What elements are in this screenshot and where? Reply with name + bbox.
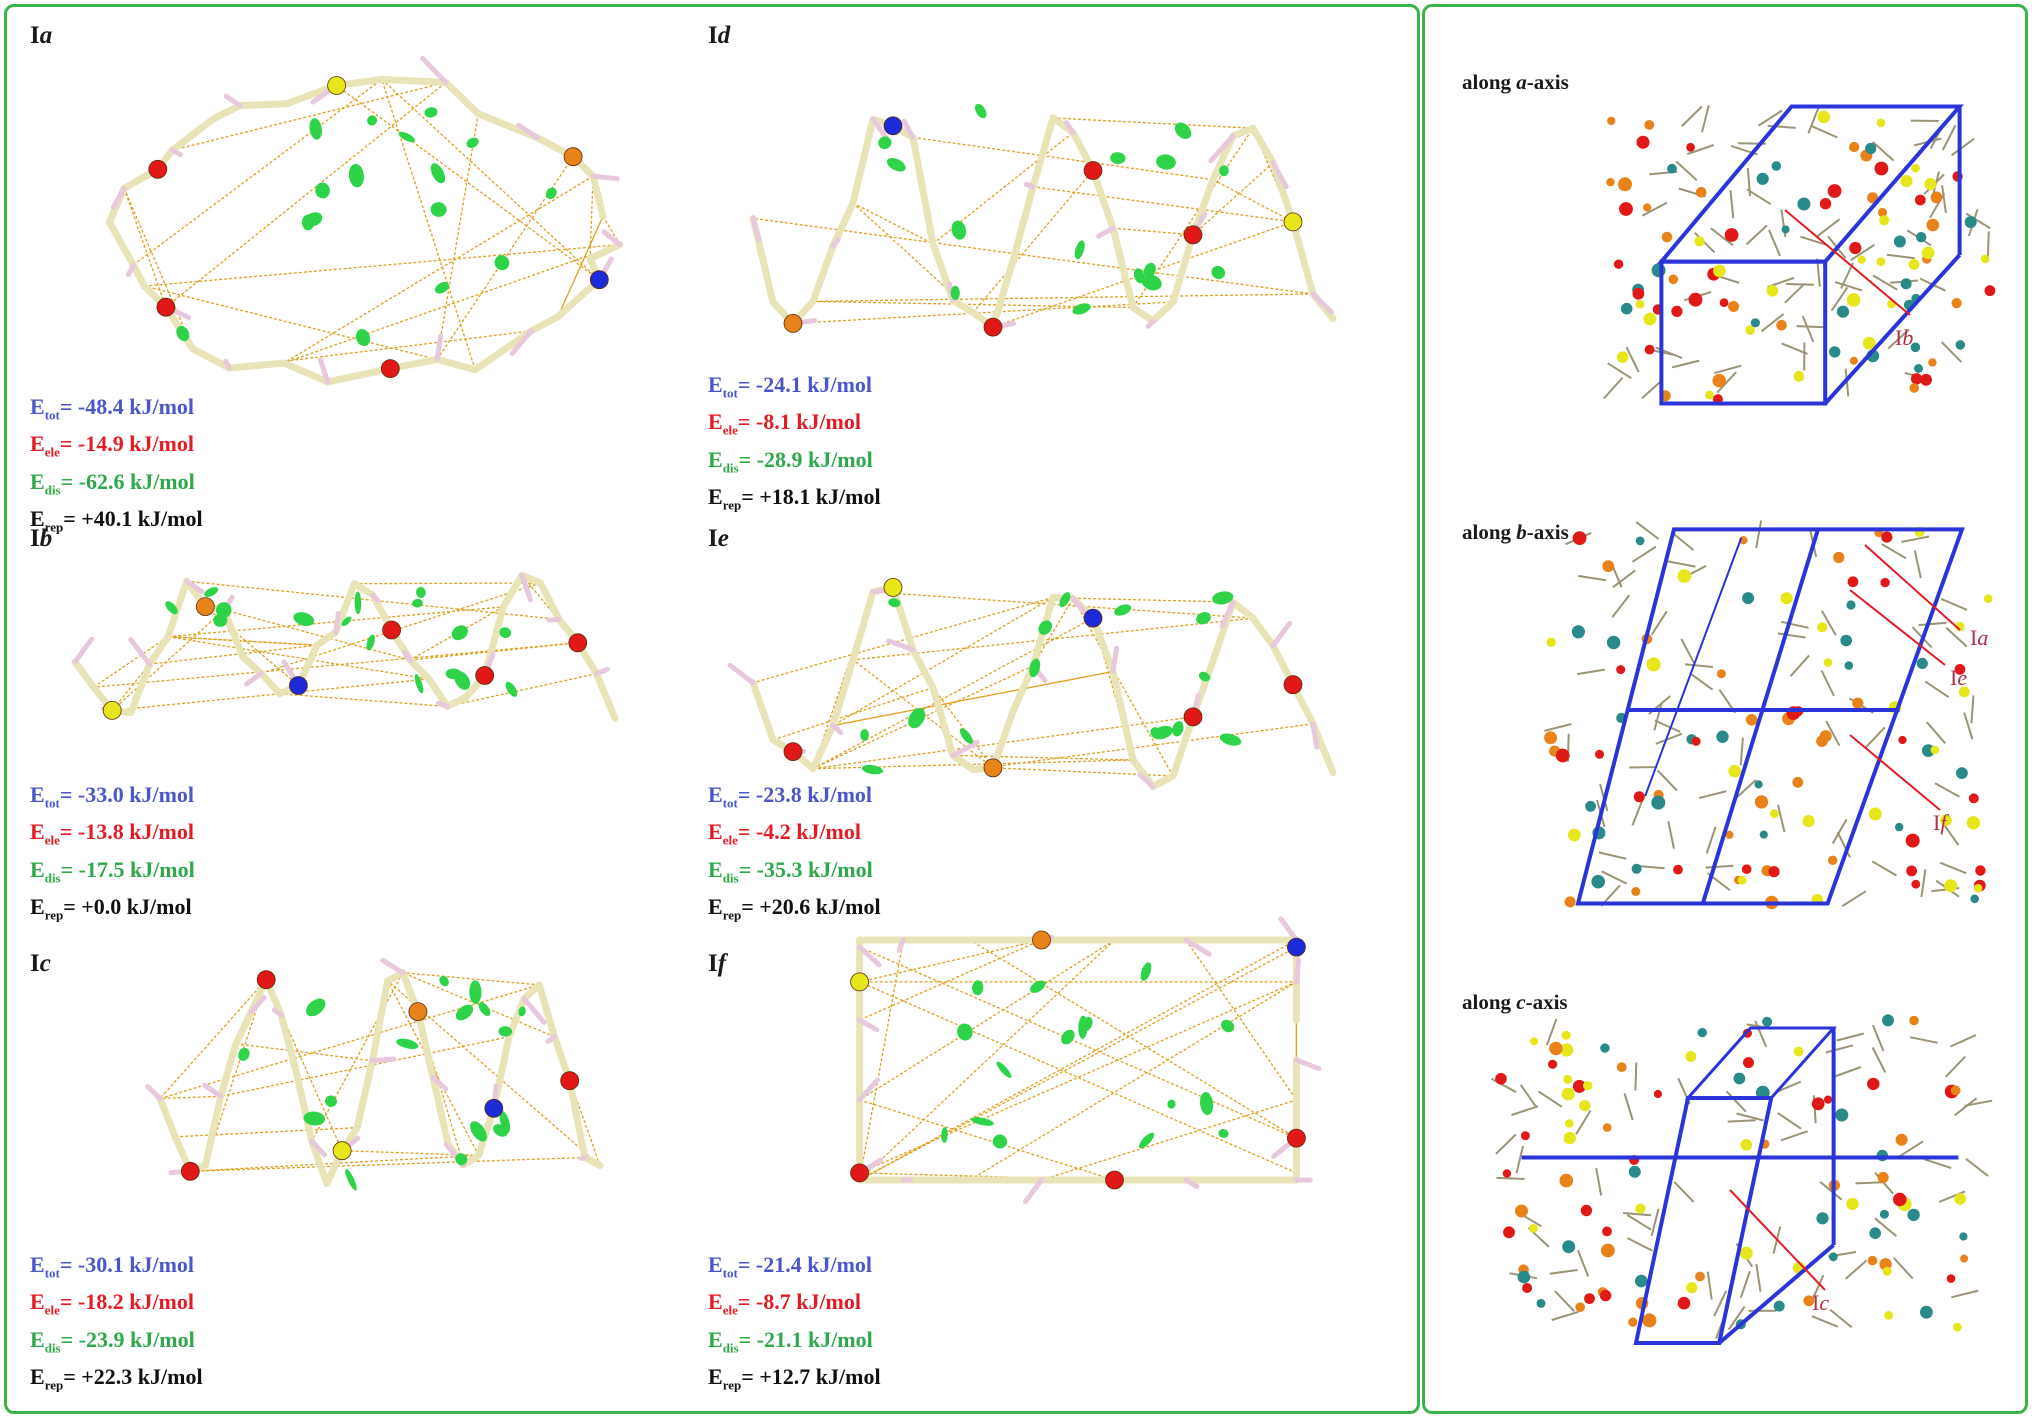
total-energy: Etot= -21.4 kJ/mol [708, 1252, 873, 1281]
energy-breakdown: Etot= -48.4 kJ/mol Eele= -14.9 kJ/mol Ed… [30, 392, 203, 542]
callout-line [1849, 589, 1946, 666]
dispersion-energy: Edis= -23.9 kJ/mol [30, 1326, 195, 1356]
axis-title: along a-axis [1462, 70, 1569, 94]
repulsion-energy: Erep= +20.6 kJ/mol [708, 894, 881, 923]
molecular-dimer-image [145, 957, 604, 1191]
interaction-label: Ic [30, 950, 51, 977]
molecular-dimer-image [749, 103, 1337, 337]
repulsion-energy: Erep= +12.7 kJ/mol [708, 1364, 881, 1393]
total-energy: Etot= -48.4 kJ/mol [30, 394, 195, 423]
molecular-dimer-image [71, 571, 619, 722]
crystal-packing-image [1544, 520, 1993, 910]
electrostatic-energy: Eele= -4.2 kJ/mol [708, 819, 861, 848]
repulsion-energy: Erep= +22.3 kJ/mol [30, 1364, 203, 1393]
interaction-label: Ia [30, 22, 53, 49]
axis-title: along c-axis [1462, 990, 1568, 1014]
dispersion-energy: Edis= -62.6 kJ/mol [30, 468, 195, 498]
electrostatic-energy: Eele= -18.2 kJ/mol [30, 1289, 194, 1318]
total-energy: Etot= -24.1 kJ/mol [708, 372, 873, 401]
molecular-dimer-image [105, 55, 624, 386]
repulsion-energy: Erep= +40.1 kJ/mol [30, 506, 203, 535]
total-energy: Etot= -30.1 kJ/mol [30, 1252, 195, 1281]
callout-line [1729, 1189, 1826, 1291]
callout-line [1849, 734, 1941, 811]
energy-breakdown: Etot= -30.1 kJ/mol Eele= -18.2 kJ/mol Ed… [30, 1250, 203, 1400]
callout-label: Ia [1970, 625, 1989, 650]
callout-label: If [1933, 810, 1947, 835]
callout-label: Ib [1895, 325, 1914, 350]
axis-title: along b-axis [1462, 520, 1569, 544]
electrostatic-energy: Eele= -13.8 kJ/mol [30, 819, 194, 848]
energy-breakdown: Etot= -23.8 kJ/mol Eele= -4.2 kJ/mol Edi… [708, 780, 881, 930]
crystal-packing-image [1491, 1014, 1993, 1345]
electrostatic-energy: Eele= -8.1 kJ/mol [708, 409, 861, 438]
dispersion-energy: Edis= -35.3 kJ/mol [708, 856, 873, 886]
molecular-dimer-image [727, 578, 1337, 790]
dispersion-energy: Edis= -17.5 kJ/mol [30, 856, 195, 886]
callout-label: Ic [1812, 1290, 1830, 1315]
dispersion-energy: Edis= -28.9 kJ/mol [708, 446, 873, 476]
crystal-packing-image [1603, 104, 1996, 406]
molecular-dimer-image [850, 916, 1322, 1205]
electrostatic-energy: Eele= -14.9 kJ/mol [30, 431, 194, 460]
callout-line [1864, 544, 1961, 631]
repulsion-energy: Erep= +18.1 kJ/mol [708, 484, 881, 513]
total-energy: Etot= -33.0 kJ/mol [30, 782, 195, 811]
electrostatic-energy: Eele= -8.7 kJ/mol [708, 1289, 861, 1318]
total-energy: Etot= -23.8 kJ/mol [708, 782, 873, 811]
energy-breakdown: Etot= -24.1 kJ/mol Eele= -8.1 kJ/mol Edi… [708, 370, 881, 520]
callout-line [1784, 209, 1911, 316]
interaction-label: Ie [708, 525, 729, 552]
interaction-label: Ib [30, 525, 53, 552]
dispersion-energy: Edis= -21.1 kJ/mol [708, 1326, 873, 1356]
callout-label: Ie [1950, 665, 1968, 690]
energy-breakdown: Etot= -21.4 kJ/mol Eele= -8.7 kJ/mol Edi… [708, 1250, 881, 1400]
interaction-label: Id [708, 22, 731, 49]
interaction-label: If [708, 950, 727, 977]
energy-breakdown: Etot= -33.0 kJ/mol Eele= -13.8 kJ/mol Ed… [30, 780, 195, 930]
repulsion-energy: Erep= +0.0 kJ/mol [30, 894, 192, 923]
